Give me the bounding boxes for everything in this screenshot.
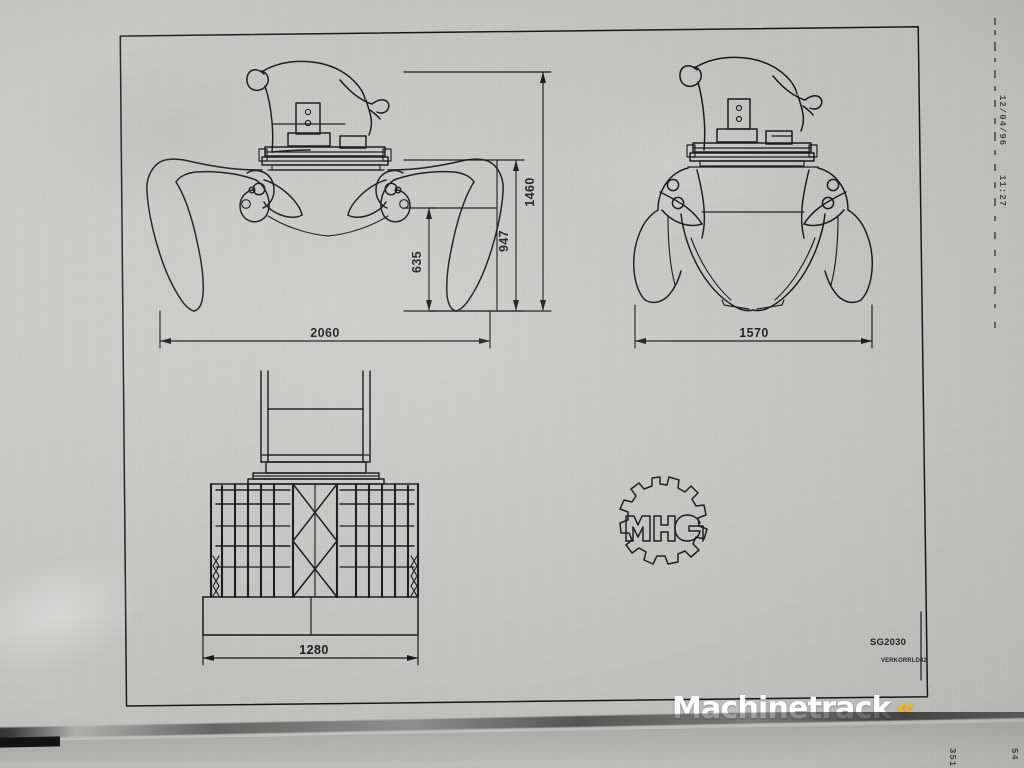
dimension-947: 947 — [404, 160, 524, 311]
manufacturer-logo — [620, 477, 707, 564]
dimension-635: 635 — [404, 208, 436, 311]
dot-matrix-speckle — [994, 18, 996, 328]
margin-mark-1: 351 — [947, 748, 957, 767]
grapple-arm-right-side — [348, 159, 503, 311]
dimension-label-1460: 1460 — [523, 177, 537, 206]
bail-bracket-plan — [261, 371, 370, 462]
gear-icon — [620, 477, 707, 564]
grapple-jaws-front-closed — [634, 168, 873, 311]
drawing-border-frame — [120, 27, 927, 706]
dimension-label-1570: 1570 — [739, 326, 768, 340]
jaw-profile-side — [268, 216, 388, 236]
dimension-1570: 1570 — [635, 305, 872, 348]
dimension-label-2060: 2060 — [310, 326, 339, 340]
plot-header-marks: 12/04/96 11:27 — [994, 18, 1007, 328]
view-plan-tines: 1280 — [203, 371, 418, 665]
dimension-1280: 1280 — [203, 635, 418, 665]
dimension-label-1280: 1280 — [299, 643, 328, 657]
rotator-plate-plan — [248, 462, 384, 484]
hitch-bracket-side — [247, 61, 391, 170]
tine-grid-plan — [203, 484, 418, 635]
plot-time-label: 11:27 — [997, 175, 1007, 207]
margin-marks: 351 54 — [947, 748, 1019, 767]
dimension-1460: 1460 — [404, 72, 551, 311]
dimension-2060: 2060 — [160, 311, 490, 348]
hitch-bracket-front — [680, 57, 822, 167]
view-side-elevation: 2060 1460 947 — [147, 61, 551, 348]
logo-lettering — [626, 515, 703, 541]
part-number-label: SG2030 — [870, 637, 906, 648]
title-block: SG2030 VERKORRLD42 — [870, 612, 927, 680]
margin-mark-2: 54 — [1009, 748, 1019, 761]
dimension-label-947: 947 — [497, 230, 511, 252]
view-front-elevation: 1570 — [634, 57, 873, 348]
grapple-arm-left-side — [147, 159, 302, 311]
dimension-label-635: 635 — [410, 251, 424, 273]
drawing-file-label: VERKORRLD42 — [881, 658, 927, 664]
plot-date-label: 12/04/96 — [997, 95, 1007, 146]
